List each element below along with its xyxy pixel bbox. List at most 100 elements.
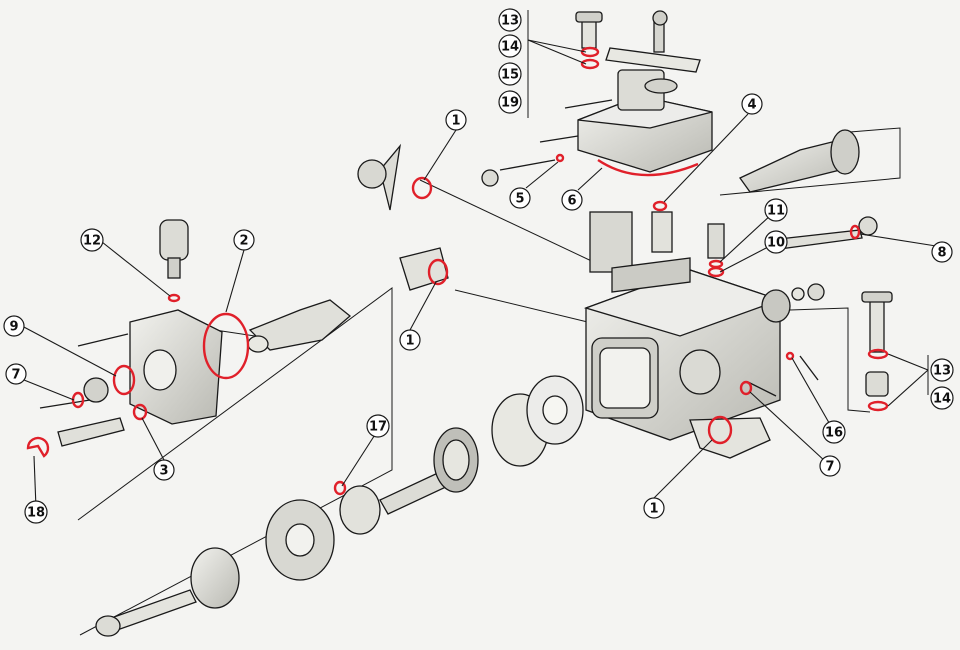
callout-c13b: 13 [930,358,954,382]
callout-number: 1 [649,502,658,517]
callout-circle [930,386,954,410]
callout-circle [498,34,522,58]
governor-cover-assembly [481,10,713,187]
callout-circle [153,459,175,481]
callout-number: 19 [501,96,519,111]
callout-number: 5 [515,192,524,207]
callout-circle [80,228,104,252]
callout-number: 7 [825,460,834,475]
seal-7-right [739,380,753,396]
drive-shaft-assembly [95,375,584,637]
callout-c12: 12 [80,228,104,252]
seal-12 [167,293,181,303]
callout-circle [764,230,788,254]
callout-number: 13 [933,364,951,379]
callout-number: 18 [27,506,45,521]
callout-c1b: 1 [399,329,421,351]
right-side-parts [739,129,893,397]
callout-circle [5,363,27,385]
assembly-guide-lines [77,10,929,636]
callout-c11: 11 [764,198,788,222]
callout-circle [931,241,953,263]
callout-number: 1 [405,334,414,349]
callout-c19: 19 [498,90,522,114]
callout-number: 14 [933,392,951,407]
callout-c18: 18 [24,500,48,524]
cover-gasket-6 [597,159,699,177]
seal-13-right [867,348,889,360]
callout-number: 16 [825,426,843,441]
callout-c8: 8 [931,241,953,263]
callout-circle [366,414,390,438]
callout-c4: 4 [741,93,763,115]
left-housing-cover [39,143,449,447]
callout-number: 3 [159,464,168,479]
callout-number: 14 [501,40,519,55]
callout-c5: 5 [509,187,531,209]
callout-number: 1 [451,114,460,129]
callout-c15: 15 [498,62,522,86]
gasket-2 [202,312,250,380]
seal-11 [708,259,724,269]
callout-c3: 3 [153,459,175,481]
callout-circle [509,187,531,209]
callout-number: 8 [937,246,946,261]
callout-number: 11 [767,204,785,219]
seal-14-top [580,58,600,70]
callout-c7b: 7 [819,455,841,477]
o-ring-1-middle [427,258,449,286]
callout-circle [498,62,522,86]
seal-5 [555,153,565,163]
callout-c17: 17 [366,414,390,438]
callout-circle [24,500,48,524]
callout-number: 9 [9,320,18,335]
seal-3 [132,403,148,421]
callout-c6: 6 [561,189,583,211]
callout-number: 2 [239,234,248,249]
seal-4 [652,200,668,212]
callout-number: 15 [501,68,519,83]
callout-c1a: 1 [445,109,467,131]
callout-c7a: 7 [5,363,27,385]
callout-circle [930,358,954,382]
callout-circle [233,229,255,251]
seal-rings [26,46,889,496]
o-ring-1-top [411,176,433,200]
callout-circle [819,455,841,477]
callout-c10: 10 [764,230,788,254]
o-ring-9 [112,364,136,396]
callout-c16: 16 [822,420,846,444]
callout-circle [3,315,25,337]
callout-circle [445,109,467,131]
seal-17 [333,480,347,496]
callout-number: 4 [747,98,756,113]
callout-circle [498,90,522,114]
o-ring-1-bottom [707,415,733,445]
callout-number: 7 [11,368,20,383]
callout-circle [561,189,583,211]
callout-circle [498,8,522,32]
callout-c9: 9 [3,315,25,337]
callout-number: 12 [83,234,101,249]
callout-c1c: 1 [643,497,665,519]
seal-18 [26,436,50,458]
callout-c14a: 14 [498,34,522,58]
callout-number: 10 [767,236,785,251]
seal-14-right [867,400,889,412]
callout-number: 6 [567,194,576,209]
callout-c14b: 14 [930,386,954,410]
seal-13-top [580,46,600,58]
seal-8 [849,224,861,240]
callout-number: 17 [369,420,387,435]
callout-number: 13 [501,14,519,29]
callout-circle [822,420,846,444]
callout-c13a: 13 [498,8,522,32]
callout-circle [643,497,665,519]
seal-16 [785,351,795,361]
leader-lines [21,39,937,509]
callout-circle [399,329,421,351]
callout-c2: 2 [233,229,255,251]
